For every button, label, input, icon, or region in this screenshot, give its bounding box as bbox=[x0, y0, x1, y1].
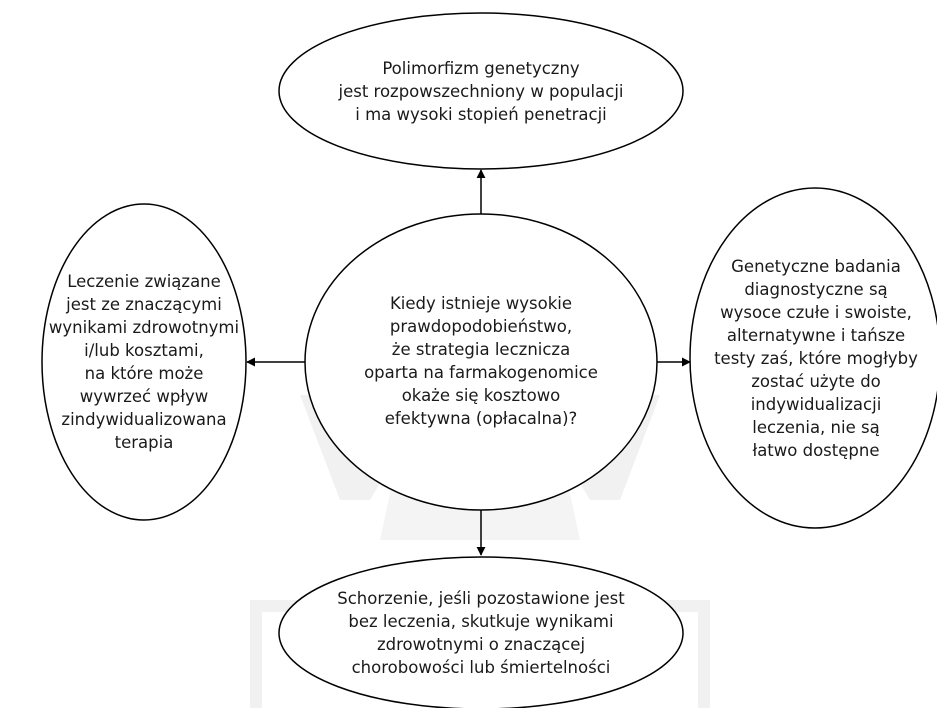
right-node-text: Genetyczne badania diagnostyczne są wyso… bbox=[700, 250, 932, 466]
center-node-line: efektywna (opłacalna)? bbox=[384, 409, 578, 428]
center-node-line: Kiedy istnieje wysokie bbox=[389, 294, 573, 313]
bottom-node-line: zdrowotnymi o znaczącej bbox=[376, 635, 586, 654]
right-node-line: diagnostyczne są bbox=[744, 279, 888, 299]
left-node-ellipse bbox=[41, 203, 247, 521]
right-node-line: zostać użyte do bbox=[751, 371, 881, 391]
left-node-line: na które może bbox=[84, 364, 204, 383]
left-node-line: wywrzeć wpływ bbox=[79, 387, 209, 406]
left-node-line: jest ze znaczącymi bbox=[66, 295, 222, 314]
right-node-line: Genetyczne badania bbox=[731, 256, 901, 276]
bottom-node-line: Schorzenie, jeśli pozostawione jest bbox=[337, 589, 625, 608]
top-node-ellipse bbox=[278, 12, 684, 170]
top-node-line: jest rozpowszechniony w populacji bbox=[338, 81, 624, 101]
center-node-text: Kiedy istnieje wysokie prawdopodobieństw… bbox=[335, 278, 627, 444]
center-node-line: oparta na farmakogenomice bbox=[364, 363, 598, 382]
bottom-node-text: Schorzenie, jeśli pozostawione jest bez … bbox=[300, 583, 662, 683]
top-node-line: i ma wysoki stopień penetracji bbox=[355, 104, 607, 124]
left-node-line: wynikami zdrowotnymi bbox=[48, 318, 240, 337]
right-node-line: wysoce czułe i swoiste, bbox=[720, 302, 912, 322]
left-node-line: terapia bbox=[114, 433, 174, 452]
bottom-node-line: chorobowości lub śmiertelności bbox=[351, 658, 611, 677]
left-node-line: zindywidualizowana bbox=[61, 410, 227, 429]
center-node-line: że strategia lecznicza bbox=[391, 340, 571, 359]
center-node-ellipse bbox=[304, 213, 658, 511]
top-node-text: Polimorfizm genetyczny jest rozpowszechn… bbox=[300, 30, 662, 152]
left-node-line: i/lub kosztami, bbox=[84, 341, 204, 360]
left-node-text: Leczenie związane jest ze znaczącymi wyn… bbox=[44, 252, 244, 472]
right-node-ellipse bbox=[689, 187, 937, 529]
right-node-line: alternatywne i tańsze bbox=[726, 325, 906, 345]
top-node-line: Polimorfizm genetyczny bbox=[382, 58, 580, 78]
center-node-line: okaże się kosztowo bbox=[401, 386, 561, 405]
right-node-line: testy zaś, które mogłyby bbox=[714, 348, 918, 368]
left-node-line: Leczenie związane bbox=[67, 272, 221, 291]
bottom-node-ellipse bbox=[278, 556, 684, 708]
right-node-line: leczenia, nie są bbox=[752, 417, 880, 437]
bottom-node-line: bez leczenia, skutkuje wynikami bbox=[348, 612, 614, 631]
right-node-line: indywidualizacji bbox=[750, 394, 882, 414]
right-node-line: łatwo dostępne bbox=[752, 440, 880, 460]
center-node-line: prawdopodobieństwo, bbox=[389, 317, 573, 336]
